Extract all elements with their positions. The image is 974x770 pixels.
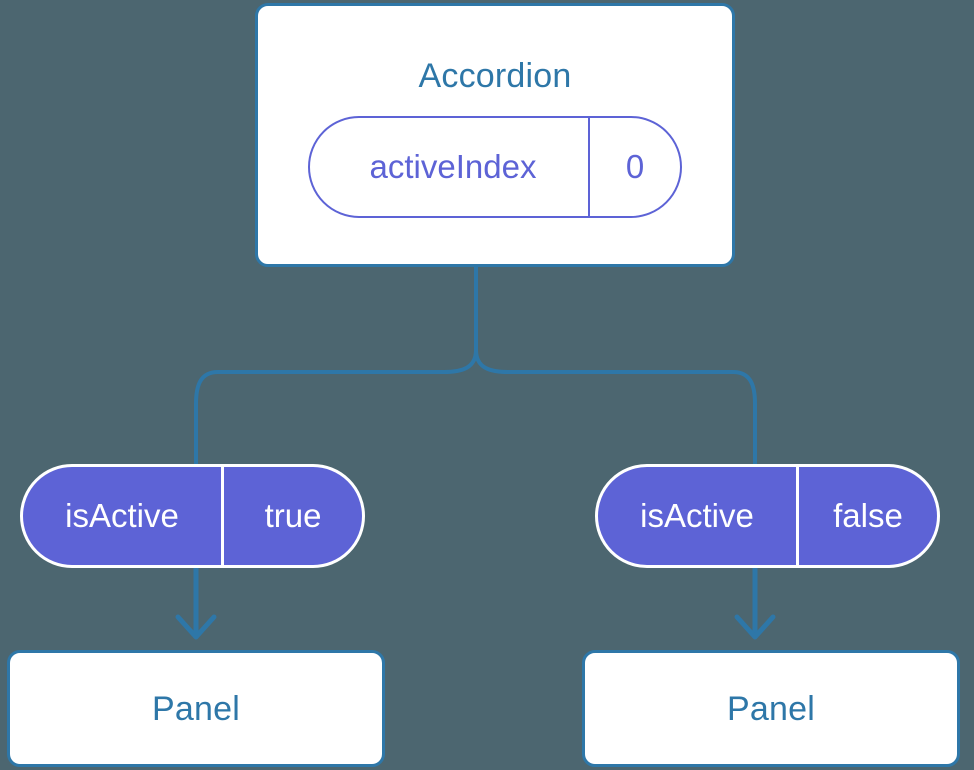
state-chip-active-index-key: activeIndex [369, 148, 537, 185]
prop-chip-is-active-false-value: false [796, 467, 937, 565]
edge-root-to-branches [194, 265, 757, 468]
node-panel-left-title: Panel [152, 689, 240, 728]
prop-chip-is-active-false[interactable]: isActive false [595, 464, 940, 568]
prop-chip-is-active-true[interactable]: isActive true [20, 464, 365, 568]
node-accordion-title: Accordion [418, 57, 572, 95]
prop-chip-is-active-true-value: true [221, 467, 362, 565]
arrow-left-pill-to-panel [175, 568, 217, 640]
state-chip-active-index[interactable]: activeIndex 0 [308, 116, 682, 218]
prop-chip-is-active-true-key: isActive [65, 497, 179, 534]
state-chip-active-index-value: 0 [588, 118, 680, 216]
node-panel-right[interactable]: Panel [582, 650, 960, 767]
node-accordion[interactable]: Accordion activeIndex 0 [255, 3, 735, 267]
prop-chip-is-active-false-key: isActive [640, 497, 754, 534]
arrow-right-pill-to-panel [734, 568, 776, 640]
node-panel-right-title: Panel [727, 689, 815, 728]
node-panel-left[interactable]: Panel [7, 650, 385, 767]
